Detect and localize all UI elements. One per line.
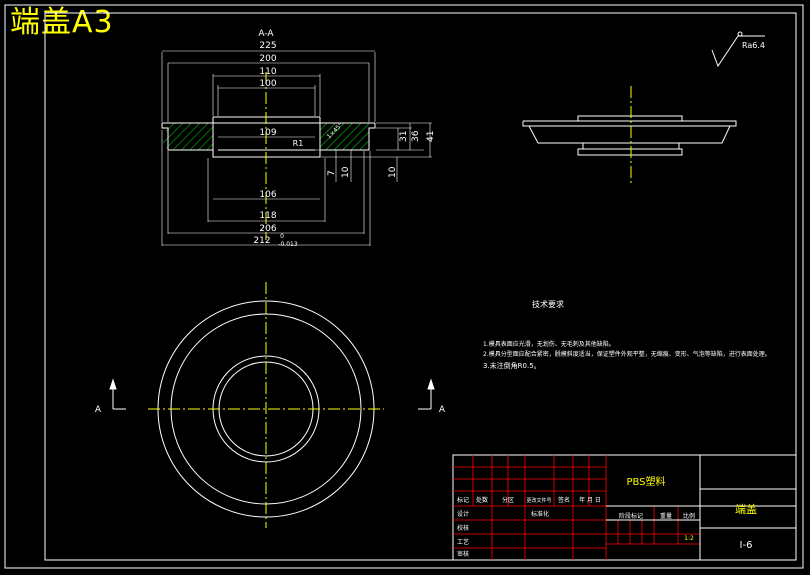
tb-label-date: 年 月 日 xyxy=(579,496,601,504)
dim-118: 118 xyxy=(259,211,276,221)
front-view xyxy=(522,86,737,183)
notes-line-3: 3.未注倒角R0.5。 xyxy=(483,361,541,370)
dim-36: 36 xyxy=(411,130,421,142)
tb-design: 设计 xyxy=(457,510,469,518)
tb-check: 校核 xyxy=(457,524,469,532)
tb-process: 工艺 xyxy=(457,538,469,546)
tb-standard: 标准化 xyxy=(531,510,549,518)
technical-notes: 技术要求 1.模具表面应光滑，无划伤、无毛刺及其他缺陷。 2.模具分型面应配合紧… xyxy=(483,299,771,370)
tb-approve: 审核 xyxy=(457,550,469,558)
dim-200: 200 xyxy=(259,54,276,64)
tb-weight: 重量 xyxy=(660,512,672,520)
dim-31: 31 xyxy=(399,131,409,142)
roughness-value: Ra6.4 xyxy=(742,41,765,50)
dim-r1: R1 xyxy=(293,139,304,148)
tb-label-zone: 分区 xyxy=(502,496,514,504)
cut-plane-markers xyxy=(109,378,435,410)
notes-line-2: 2.模具分型面应配合紧密，脱模斜度适当，保证塑件外观平整，无缩痕、变形、气泡等缺… xyxy=(483,350,771,358)
dim-100: 100 xyxy=(259,79,276,89)
tb-label-sign: 签名 xyxy=(558,496,570,504)
tb-label-change: 更改文件号 xyxy=(526,497,551,504)
tb-drawing-no: I-6 xyxy=(740,540,753,551)
vertical-dim-lines xyxy=(292,122,432,182)
tb-stage: 阶段标记 xyxy=(619,512,643,520)
cut-mark-left: A xyxy=(95,405,102,415)
tb-material: PBS塑料 xyxy=(626,475,665,488)
cut-mark-right: A xyxy=(439,405,446,415)
dim-206: 206 xyxy=(259,224,276,234)
left-wall-hatch xyxy=(163,123,213,150)
dim-109: 109 xyxy=(259,128,276,138)
dim-7: 7 xyxy=(327,170,337,176)
dim-10a: 10 xyxy=(341,166,351,178)
dim-212: 212 xyxy=(253,236,270,246)
tb-scale-value: 1:2 xyxy=(684,535,694,542)
plan-view xyxy=(148,282,384,528)
dim-106: 106 xyxy=(259,190,276,200)
tb-label-mark: 标记 xyxy=(457,496,469,504)
inner-frame xyxy=(44,12,797,561)
notes-heading: 技术要求 xyxy=(532,299,564,309)
title-block: 标记 处数 分区 更改文件号 签名 年 月 日 设计 标准化 校核 工艺 阶段标… xyxy=(452,454,797,561)
vertical-dimensions: 31 36 41 7 10 10 xyxy=(327,130,436,178)
tb-scale: 比例 xyxy=(683,512,695,520)
dim-225: 225 xyxy=(259,41,276,51)
section-label: A-A xyxy=(258,29,274,39)
right-wall-hatch xyxy=(320,123,369,150)
dim-212-tol-upper: 0 xyxy=(280,233,284,240)
notes-line-1: 1.模具表面应光滑，无划伤、无毛刺及其他缺陷。 xyxy=(483,340,615,348)
dim-10b: 10 xyxy=(388,166,398,178)
dim-41: 41 xyxy=(426,131,436,142)
tb-part-name: 端盖 xyxy=(735,502,757,516)
roughness-symbol xyxy=(711,31,765,68)
dim-212-tol-lower: -0.013 xyxy=(278,241,298,248)
dim-110: 110 xyxy=(259,67,276,77)
outer-frame xyxy=(4,4,804,569)
tb-label-count: 处数 xyxy=(476,496,488,504)
